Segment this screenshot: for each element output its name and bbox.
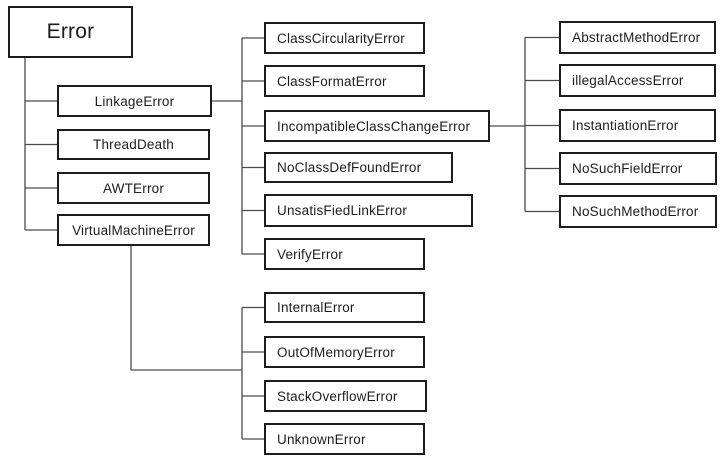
node-no-such-method-error: NoSuchMethodError [559, 195, 717, 228]
connector-error-children [24, 58, 57, 231]
node-error: Error [8, 6, 133, 58]
node-internal-error: InternalError [264, 292, 425, 323]
node-abstract-method-error: AbstractMethodError [559, 21, 716, 54]
node-instantiation-error: InstantiationError [559, 109, 716, 142]
node-incompatible-class-change-error: IncompatibleClassChangeError [264, 110, 490, 142]
node-class-format-error: ClassFormatError [264, 65, 425, 97]
node-no-class-def-found-error: NoClassDefFoundError [264, 152, 453, 183]
connector-virtualmachine-children [130, 246, 264, 440]
node-out-of-memory-error: OutOfMemoryError [264, 336, 425, 368]
node-awt-error: AWTError [57, 172, 210, 204]
node-linkage-error: LinkageError [57, 85, 212, 117]
connector-linkage-children [212, 37, 264, 255]
node-stack-overflow-error: StackOverflowError [264, 380, 427, 412]
node-no-such-field-error: NoSuchFieldError [559, 152, 717, 185]
connector-incompatible-children [490, 36, 559, 213]
node-class-circularity-error: ClassCircularityError [264, 22, 425, 54]
node-unsatisfied-link-error: UnsatisFiedLinkError [264, 194, 473, 227]
node-unknown-error: UnknownError [264, 423, 425, 455]
node-illegal-access-error: illegalAccessError [559, 64, 716, 97]
node-thread-death: ThreadDeath [57, 129, 210, 160]
node-verify-error: VerifyError [264, 238, 425, 270]
node-virtual-machine-error: VirtualMachineError [57, 214, 210, 246]
